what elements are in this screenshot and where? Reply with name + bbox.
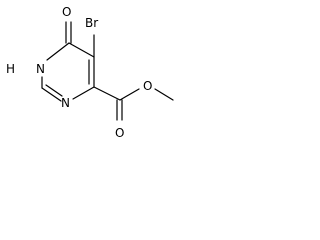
bond-c6-c5 — [68, 42, 95, 58]
molecule-structure: O Br H N N O O — [6, 5, 174, 140]
bond-ester-c-o — [119, 88, 140, 101]
nh-hydrogen-label: H — [6, 62, 15, 76]
bond-n1-c6 — [46, 42, 70, 61]
bond-n3-c2 — [41, 87, 62, 102]
ring-nitrogen-lower-label: N — [61, 96, 70, 110]
bond-o-methyl — [154, 88, 174, 101]
ester-ether-oxygen-label: O — [143, 79, 152, 93]
bond-n3-c2-double — [45, 84, 63, 97]
ester-carbonyl-oxygen-label: O — [115, 126, 124, 140]
bromine-label: Br — [85, 16, 98, 30]
ring-nitrogen-upper-label: N — [36, 62, 45, 76]
carbonyl-oxygen-label: O — [62, 5, 71, 19]
bond-c4-ester-carbon — [93, 86, 121, 101]
bond-c4-n3 — [72, 86, 95, 100]
